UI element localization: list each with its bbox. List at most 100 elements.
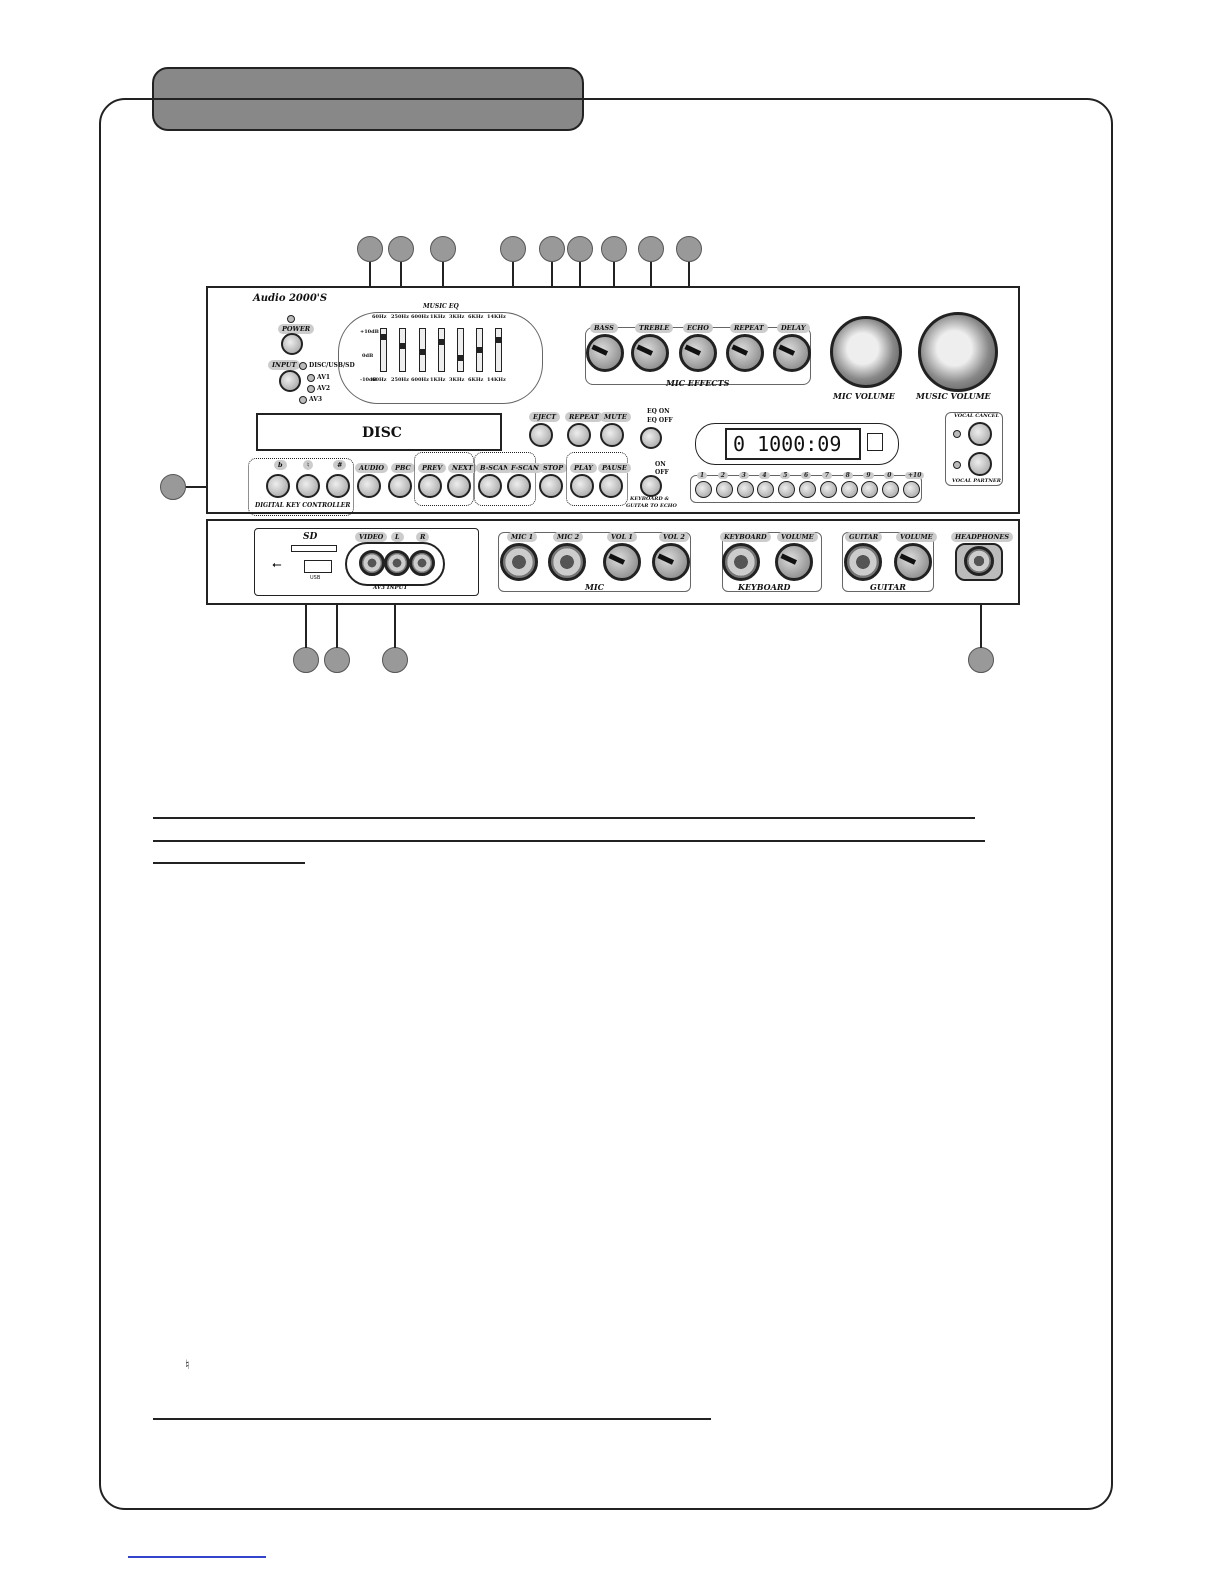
on-label: ON: [655, 461, 666, 468]
eq-band-slider[interactable]: [419, 328, 426, 372]
av3-left-jack[interactable]: [384, 550, 410, 576]
stop-button[interactable]: [539, 474, 563, 498]
eq-band-slider[interactable]: [495, 328, 502, 372]
vocal-partner-label: VOCAL PARTNER: [952, 478, 1001, 484]
effect-label: BASS: [590, 323, 618, 333]
number-key-label: 3: [738, 472, 749, 479]
callout-scan: [500, 236, 526, 262]
prev-label: PREV: [418, 463, 447, 473]
eq-off-label: EQ OFF: [647, 417, 673, 424]
headphones-jack[interactable]: [964, 546, 994, 576]
input-button[interactable]: [279, 370, 301, 392]
vocal-partner-button[interactable]: [968, 452, 992, 476]
sd-card-slot[interactable]: [291, 545, 337, 552]
eq-band-slider[interactable]: [380, 328, 387, 372]
number-key-button[interactable]: [715, 481, 733, 498]
av3-video-jack[interactable]: [359, 550, 385, 576]
eject-button[interactable]: [529, 423, 553, 447]
vocal-cancel-button[interactable]: [968, 422, 992, 446]
eq-band-slider[interactable]: [438, 328, 445, 372]
keyboard-volume-knob[interactable]: [775, 543, 813, 581]
number-key-button[interactable]: [778, 481, 796, 498]
power-button[interactable]: [281, 333, 303, 355]
digital-key-group: [248, 458, 354, 516]
eq-band-slider[interactable]: [399, 328, 406, 372]
mic1-jack[interactable]: [500, 543, 538, 581]
number-key-button[interactable]: [903, 481, 920, 498]
bscan-button[interactable]: [478, 474, 502, 498]
number-key-button[interactable]: [799, 481, 816, 498]
pause-button[interactable]: [599, 474, 623, 498]
callout-digital-key: [160, 474, 186, 500]
guitar-volume-knob[interactable]: [894, 543, 932, 581]
number-key-label: 5: [780, 472, 791, 479]
pbc-button[interactable]: [388, 474, 412, 498]
number-key-label: 8: [842, 472, 853, 479]
callout-pbc: [388, 236, 414, 262]
effect-knob[interactable]: [679, 334, 717, 372]
scan-group: [474, 452, 536, 506]
guitar-vol-label: VOLUME: [896, 532, 937, 542]
eq-band-slider[interactable]: [476, 328, 483, 372]
eq-toggle-button[interactable]: [640, 427, 662, 449]
prev-button[interactable]: [418, 474, 442, 498]
key-sharp-label: #: [333, 460, 347, 470]
display-window: [725, 428, 861, 460]
number-key-button[interactable]: [695, 481, 712, 498]
number-key-button[interactable]: [757, 481, 775, 498]
echo-toggle-button[interactable]: [640, 475, 662, 497]
eq-band-top-label: 1KHz: [430, 314, 446, 320]
input-option-disc: DISC/USB/SD: [309, 362, 355, 369]
eq-db-bottom: -10dB: [360, 377, 377, 383]
sd-label: SD: [303, 532, 318, 542]
number-key-button[interactable]: [882, 481, 900, 498]
eq-band-bottom-label: 250Hz: [391, 377, 410, 383]
music-volume-knob[interactable]: [918, 312, 998, 392]
number-key-button[interactable]: [840, 481, 858, 498]
usb-port[interactable]: [304, 560, 332, 573]
effect-knob[interactable]: [726, 334, 764, 372]
guitar-jack[interactable]: [844, 543, 882, 581]
audio-button[interactable]: [357, 474, 381, 498]
mic-effects-label: MIC EFFECTS: [666, 378, 730, 388]
key-flat-button[interactable]: [266, 474, 290, 498]
mute-button[interactable]: [600, 423, 624, 447]
effect-knob[interactable]: [586, 334, 624, 372]
off-label: OFF: [655, 469, 669, 476]
play-button[interactable]: [570, 474, 594, 498]
key-natural-button[interactable]: [296, 474, 320, 498]
effect-knob[interactable]: [773, 334, 811, 372]
pause-label: PAUSE: [598, 463, 631, 473]
callout-play-pause: [676, 236, 702, 262]
mic-vol1-knob[interactable]: [603, 543, 641, 581]
input-led-av1: [307, 374, 315, 382]
usb-label: USB: [310, 575, 321, 581]
number-key-label: +10: [905, 472, 925, 479]
av3-right-jack[interactable]: [409, 550, 435, 576]
callout-eq: [638, 236, 664, 262]
footer-link-rule: [128, 1556, 266, 1558]
repeat-button[interactable]: [567, 423, 591, 447]
page-frame: [99, 98, 1113, 1510]
effect-knob[interactable]: [631, 334, 669, 372]
next-button[interactable]: [447, 474, 471, 498]
key-sharp-button[interactable]: [326, 474, 350, 498]
mic2-jack[interactable]: [548, 543, 586, 581]
eq-band-bottom-label: 14KHz: [487, 377, 506, 383]
number-key-button[interactable]: [819, 481, 837, 498]
eq-band-slider[interactable]: [457, 328, 464, 372]
number-key-button[interactable]: [861, 481, 879, 498]
key-natural-label: ♮: [303, 460, 314, 470]
power-led: [287, 315, 295, 323]
text-rule-3: [153, 862, 305, 864]
brand-logo: Audio 2000'S: [253, 293, 328, 304]
guitar-jack-label: GUITAR: [845, 532, 883, 542]
mic-volume-knob[interactable]: [830, 316, 902, 388]
input-option-av3: AV3: [309, 396, 323, 403]
number-key-button[interactable]: [736, 481, 754, 498]
effect-label: ECHO: [683, 323, 713, 333]
fscan-button[interactable]: [507, 474, 531, 498]
keyboard-jack[interactable]: [722, 543, 760, 581]
panel-divider: [206, 512, 1020, 521]
mic-vol2-knob[interactable]: [652, 543, 690, 581]
